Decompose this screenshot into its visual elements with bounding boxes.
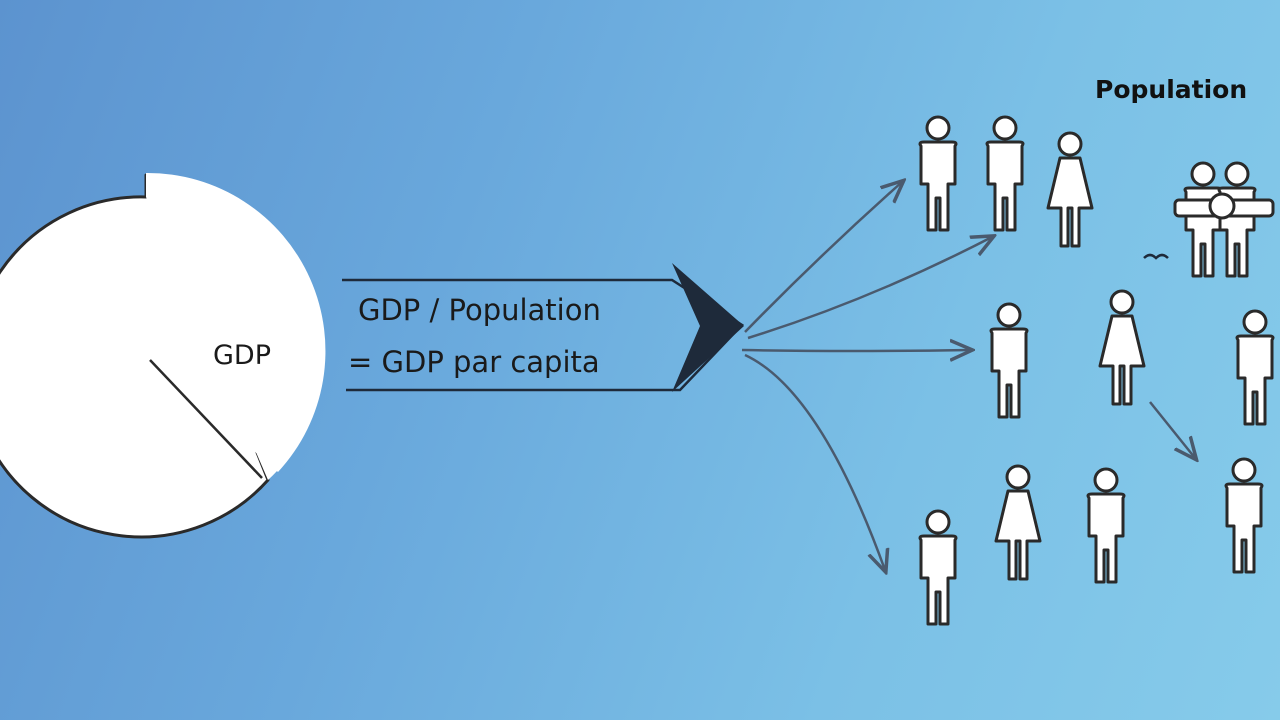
formula-arrow-tip [672, 263, 744, 392]
formula-arrow: GDP / Population = GDP par capita [342, 263, 744, 392]
arrow-to-middle [741, 350, 970, 351]
arrow-to-top-middle [747, 237, 992, 340]
formula-line-1: GDP / Population [358, 293, 601, 327]
male-person-icon [918, 115, 958, 232]
arrow-from-woman [1149, 401, 1195, 458]
pie-divider-line [149, 359, 263, 479]
male-person-icon [1086, 467, 1126, 584]
population-figures [918, 115, 1275, 626]
formula-line-2: = GDP par capita [348, 345, 600, 379]
pie-body [0, 173, 270, 539]
pie-slice [146, 172, 326, 473]
small-glyph-icon [1143, 253, 1169, 260]
male-person-icon [1224, 457, 1264, 574]
arrow-to-bottom [744, 353, 885, 570]
male-person-icon [1235, 309, 1275, 426]
population-title: Population [1095, 75, 1247, 104]
pie-label: GDP [213, 340, 271, 371]
female-person-icon [1098, 289, 1146, 406]
family-group-icon [1173, 161, 1275, 278]
gdp-pie-chart: GDP [0, 172, 326, 539]
distribution-arrows [741, 182, 1195, 570]
male-person-icon [985, 115, 1025, 232]
arrow-to-top-left [744, 182, 902, 333]
female-person-icon [1046, 131, 1094, 248]
male-person-icon [918, 509, 958, 626]
male-person-icon [989, 302, 1029, 419]
female-person-icon [994, 464, 1042, 581]
